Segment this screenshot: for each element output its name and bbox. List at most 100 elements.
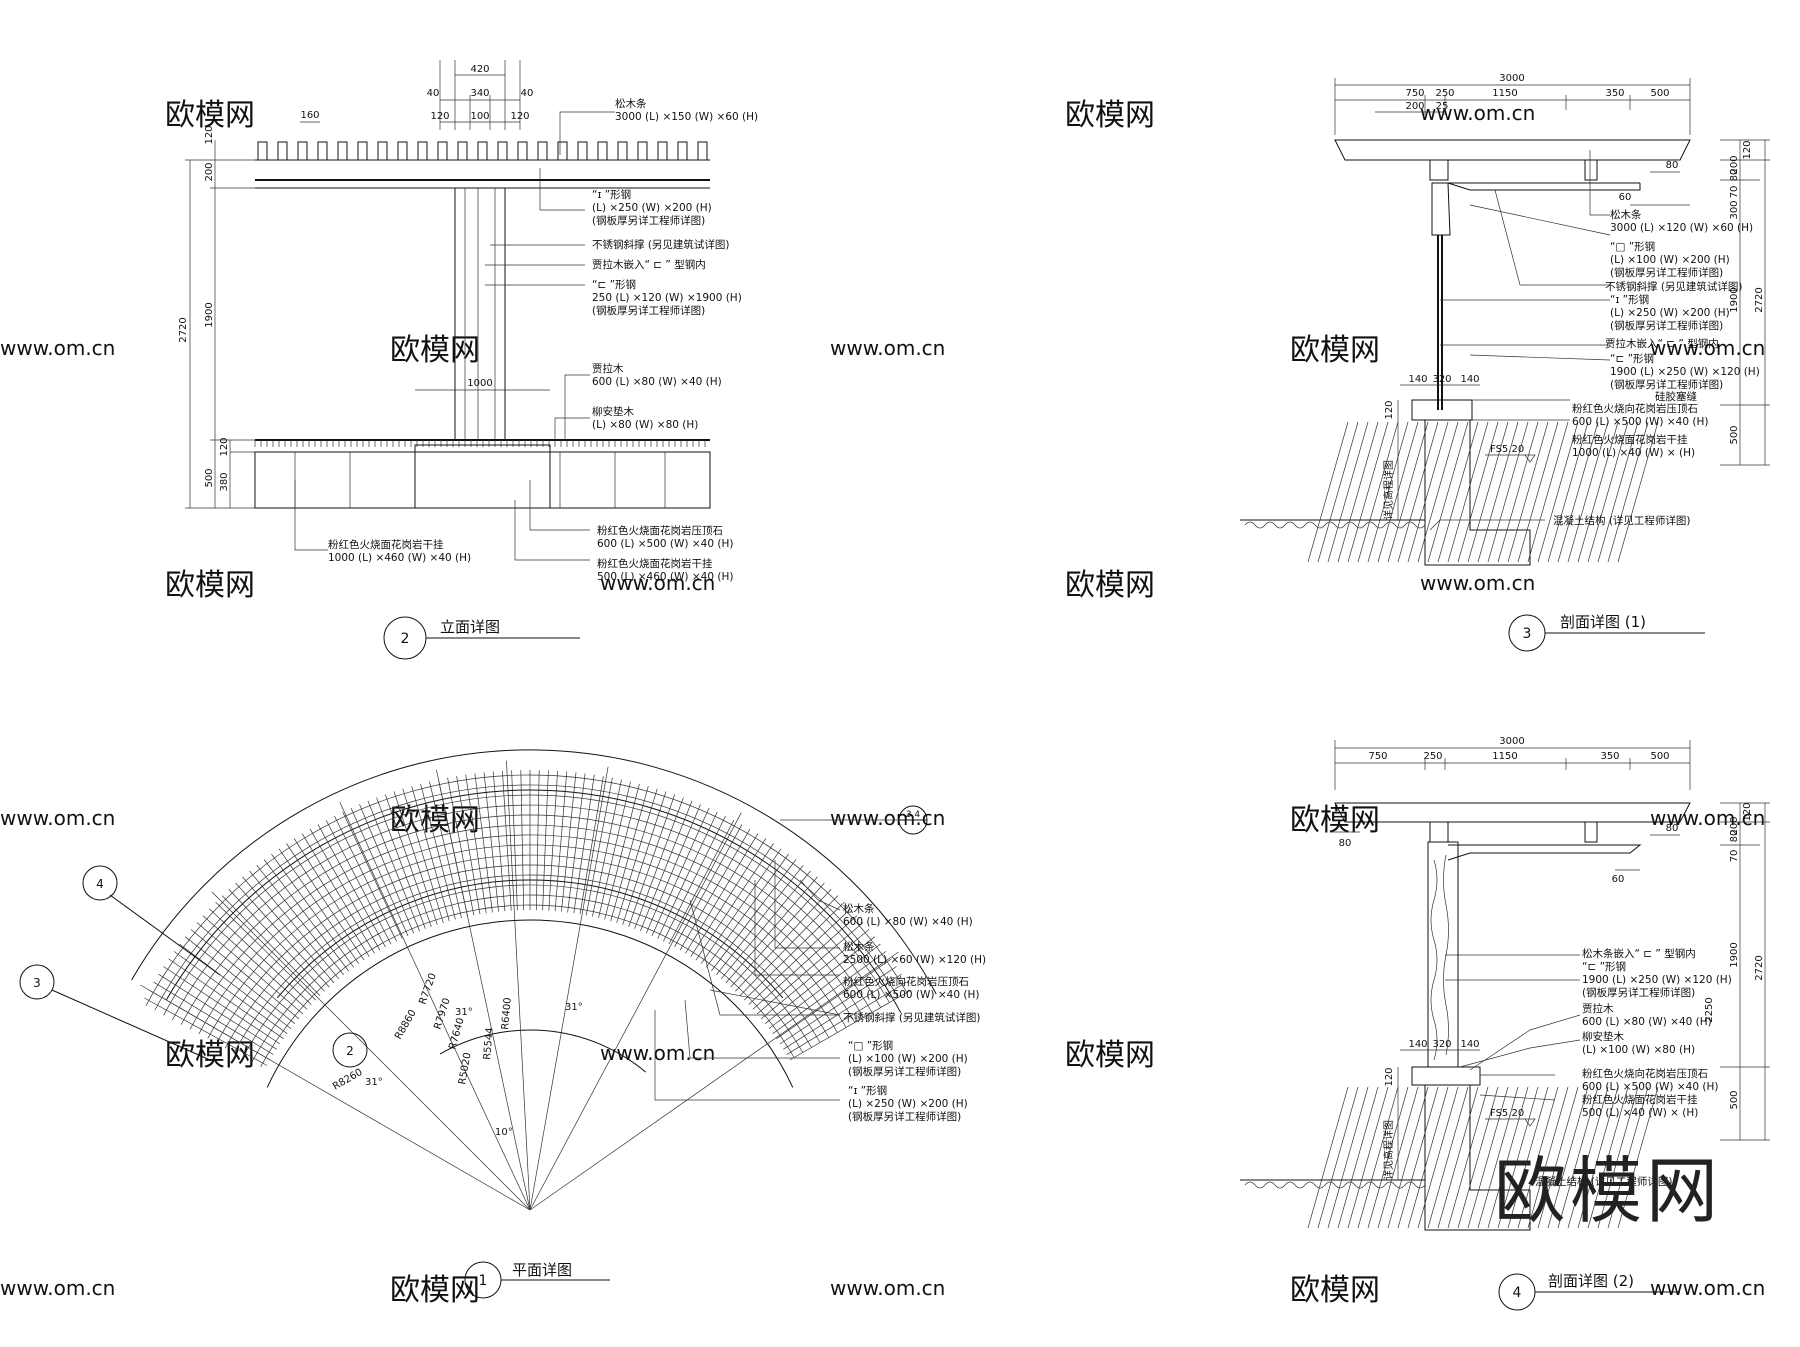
dim-text: 250 — [1423, 751, 1442, 762]
dim-text: 1150 — [1492, 88, 1517, 99]
hatch-line — [1367, 421, 1409, 563]
plan-slat — [196, 922, 304, 1015]
plan-slat — [695, 843, 774, 961]
dim-text: 500 — [1729, 1090, 1740, 1109]
watermark-url: www.om.cn — [830, 1276, 945, 1300]
dim-text: 2720 — [1754, 955, 1765, 980]
roof-slat — [677, 141, 688, 161]
dim-text: 2720 — [1754, 287, 1765, 312]
watermark-url: www.om.cn — [1650, 806, 1765, 830]
callout-label: 贾拉木嵌入“ ⊏ ” 型钢内 — [592, 258, 706, 271]
hatch-line — [1467, 421, 1509, 563]
roof-slat — [697, 141, 708, 161]
plan-slat — [456, 776, 481, 915]
roof-slat — [557, 141, 568, 161]
plan-slat — [293, 838, 370, 957]
plan-slat — [144, 997, 268, 1066]
view-title: 剖面详图 (1) — [1560, 613, 1646, 631]
callout-label: 250 (L) ×120 (W) ×1900 (H) — [592, 292, 742, 304]
hatch-line — [1537, 421, 1579, 563]
dim-text: 70 — [1729, 850, 1740, 863]
dim-text: 120 — [1742, 802, 1753, 821]
marker-number: 4 — [96, 877, 104, 891]
plan-slat — [153, 981, 274, 1055]
dim-text: 350 — [1605, 88, 1624, 99]
callout-label: 不锈钢斜撑 (另见建筑试详图) — [1605, 280, 1743, 293]
hatch-line — [1587, 421, 1629, 563]
watermark-layer: 欧模网 欧模网 欧模网 欧模网 欧模网 欧模网 欧模网 欧模网 欧模网 欧模网 … — [165, 98, 1380, 1308]
plan-slat — [735, 889, 832, 992]
callout-label: 3000 (L) ×150 (W) ×60 (H) — [615, 111, 758, 123]
watermark: 欧模网 — [1065, 98, 1155, 133]
hatch-line — [1317, 421, 1359, 563]
hatch-line — [1397, 421, 1439, 563]
radius-label: R8860 — [393, 1008, 419, 1042]
hatch-line — [1337, 1086, 1379, 1229]
plan-slat — [651, 807, 710, 937]
level-mark: FS5.20 — [1490, 1108, 1524, 1119]
dim-text: 120 — [1384, 1067, 1395, 1086]
dim-text: 120 — [204, 125, 215, 144]
plan-slat — [640, 800, 693, 932]
plan-arc — [165, 789, 902, 1014]
watermark-url: www.om.cn — [1420, 101, 1535, 125]
plan-slat — [301, 833, 375, 954]
dim-text: 60 — [1619, 192, 1632, 203]
angle-label: 31° — [565, 1002, 583, 1013]
callout-label: (L) ×250 (W) ×200 (H) — [592, 202, 712, 214]
watermark-url: www.om.cn — [1650, 336, 1765, 360]
plan-slat — [685, 833, 759, 954]
callout-label: “ɪ ”形钢 — [848, 1084, 887, 1097]
plan-slat — [286, 843, 365, 961]
callout-label: 600 (L) ×500 (W) ×40 (H) — [1572, 416, 1708, 428]
dim-text: 320 — [1432, 374, 1451, 385]
view-title: 平面详图 — [512, 1261, 572, 1279]
plan-slat — [561, 772, 577, 912]
roof-slat — [517, 141, 528, 161]
hatch-line — [1427, 421, 1469, 563]
dim-text: 350 — [1600, 751, 1619, 762]
callout-label: 粉红色火烧面花岗岩干挂 — [328, 538, 444, 551]
callout-label: 混凝土结构 (详见工程师详图) — [1553, 514, 1691, 527]
dim-text: 2250 — [1704, 997, 1715, 1022]
hatch-line — [1527, 1086, 1569, 1229]
callout-label: 500 (L) ×460 (W) ×40 (H) — [597, 571, 733, 583]
hatch-line — [1557, 421, 1599, 563]
angle-label: 10° — [495, 1127, 513, 1138]
dim-text: 140 — [1408, 374, 1427, 385]
plan-slat — [585, 777, 613, 916]
plan-slat-arc — [163, 794, 890, 1016]
callout-label: 粉红色火烧向花岗岩压顶石 — [1572, 402, 1698, 415]
hatch-line — [1557, 1086, 1599, 1229]
hatch-line — [1547, 421, 1589, 563]
plan-slat — [598, 781, 631, 918]
dim-text: 40 — [427, 88, 440, 99]
plan-slat — [690, 838, 767, 957]
dim-text: 140 — [1460, 1039, 1479, 1050]
callout-label: 粉红色火烧向花岗岩压顶石 — [843, 975, 969, 988]
plan-slat — [567, 773, 586, 913]
callout-label: 600 (L) ×80 (W) ×40 (H) — [843, 916, 973, 928]
watermark: 欧模网 — [1290, 1273, 1380, 1308]
section-view-2: 3000 750 250 1150 350 500 — [1240, 736, 1770, 1311]
callout-label: 贾拉木 — [592, 362, 624, 375]
hatch-line — [1607, 1086, 1649, 1229]
dim-text: 140 — [1460, 374, 1479, 385]
hatch-line — [1517, 1086, 1559, 1229]
dim-text: 3000 — [1499, 73, 1524, 84]
radius-label: R7720 — [417, 972, 438, 1006]
radius-label: R7970 — [432, 997, 452, 1031]
dim-text: 40 — [521, 88, 534, 99]
dim-text: 2720 — [178, 317, 189, 342]
dim-text: 200 — [1729, 155, 1740, 174]
plan-slat — [325, 819, 392, 945]
hatch-line — [1607, 421, 1649, 563]
plan-slat — [411, 786, 450, 922]
callout-label: 粉红色火烧面花岗岩压顶石 — [597, 524, 723, 537]
callout-label: “□ ”形钢 — [1610, 240, 1655, 253]
section-marker: 3 — [19, 964, 211, 1061]
plan-slat — [228, 889, 325, 992]
callout-label: (L) ×100 (W) ×200 (H) — [1610, 254, 1730, 266]
roof-slat — [437, 141, 448, 161]
hatch-line — [1497, 1086, 1539, 1229]
